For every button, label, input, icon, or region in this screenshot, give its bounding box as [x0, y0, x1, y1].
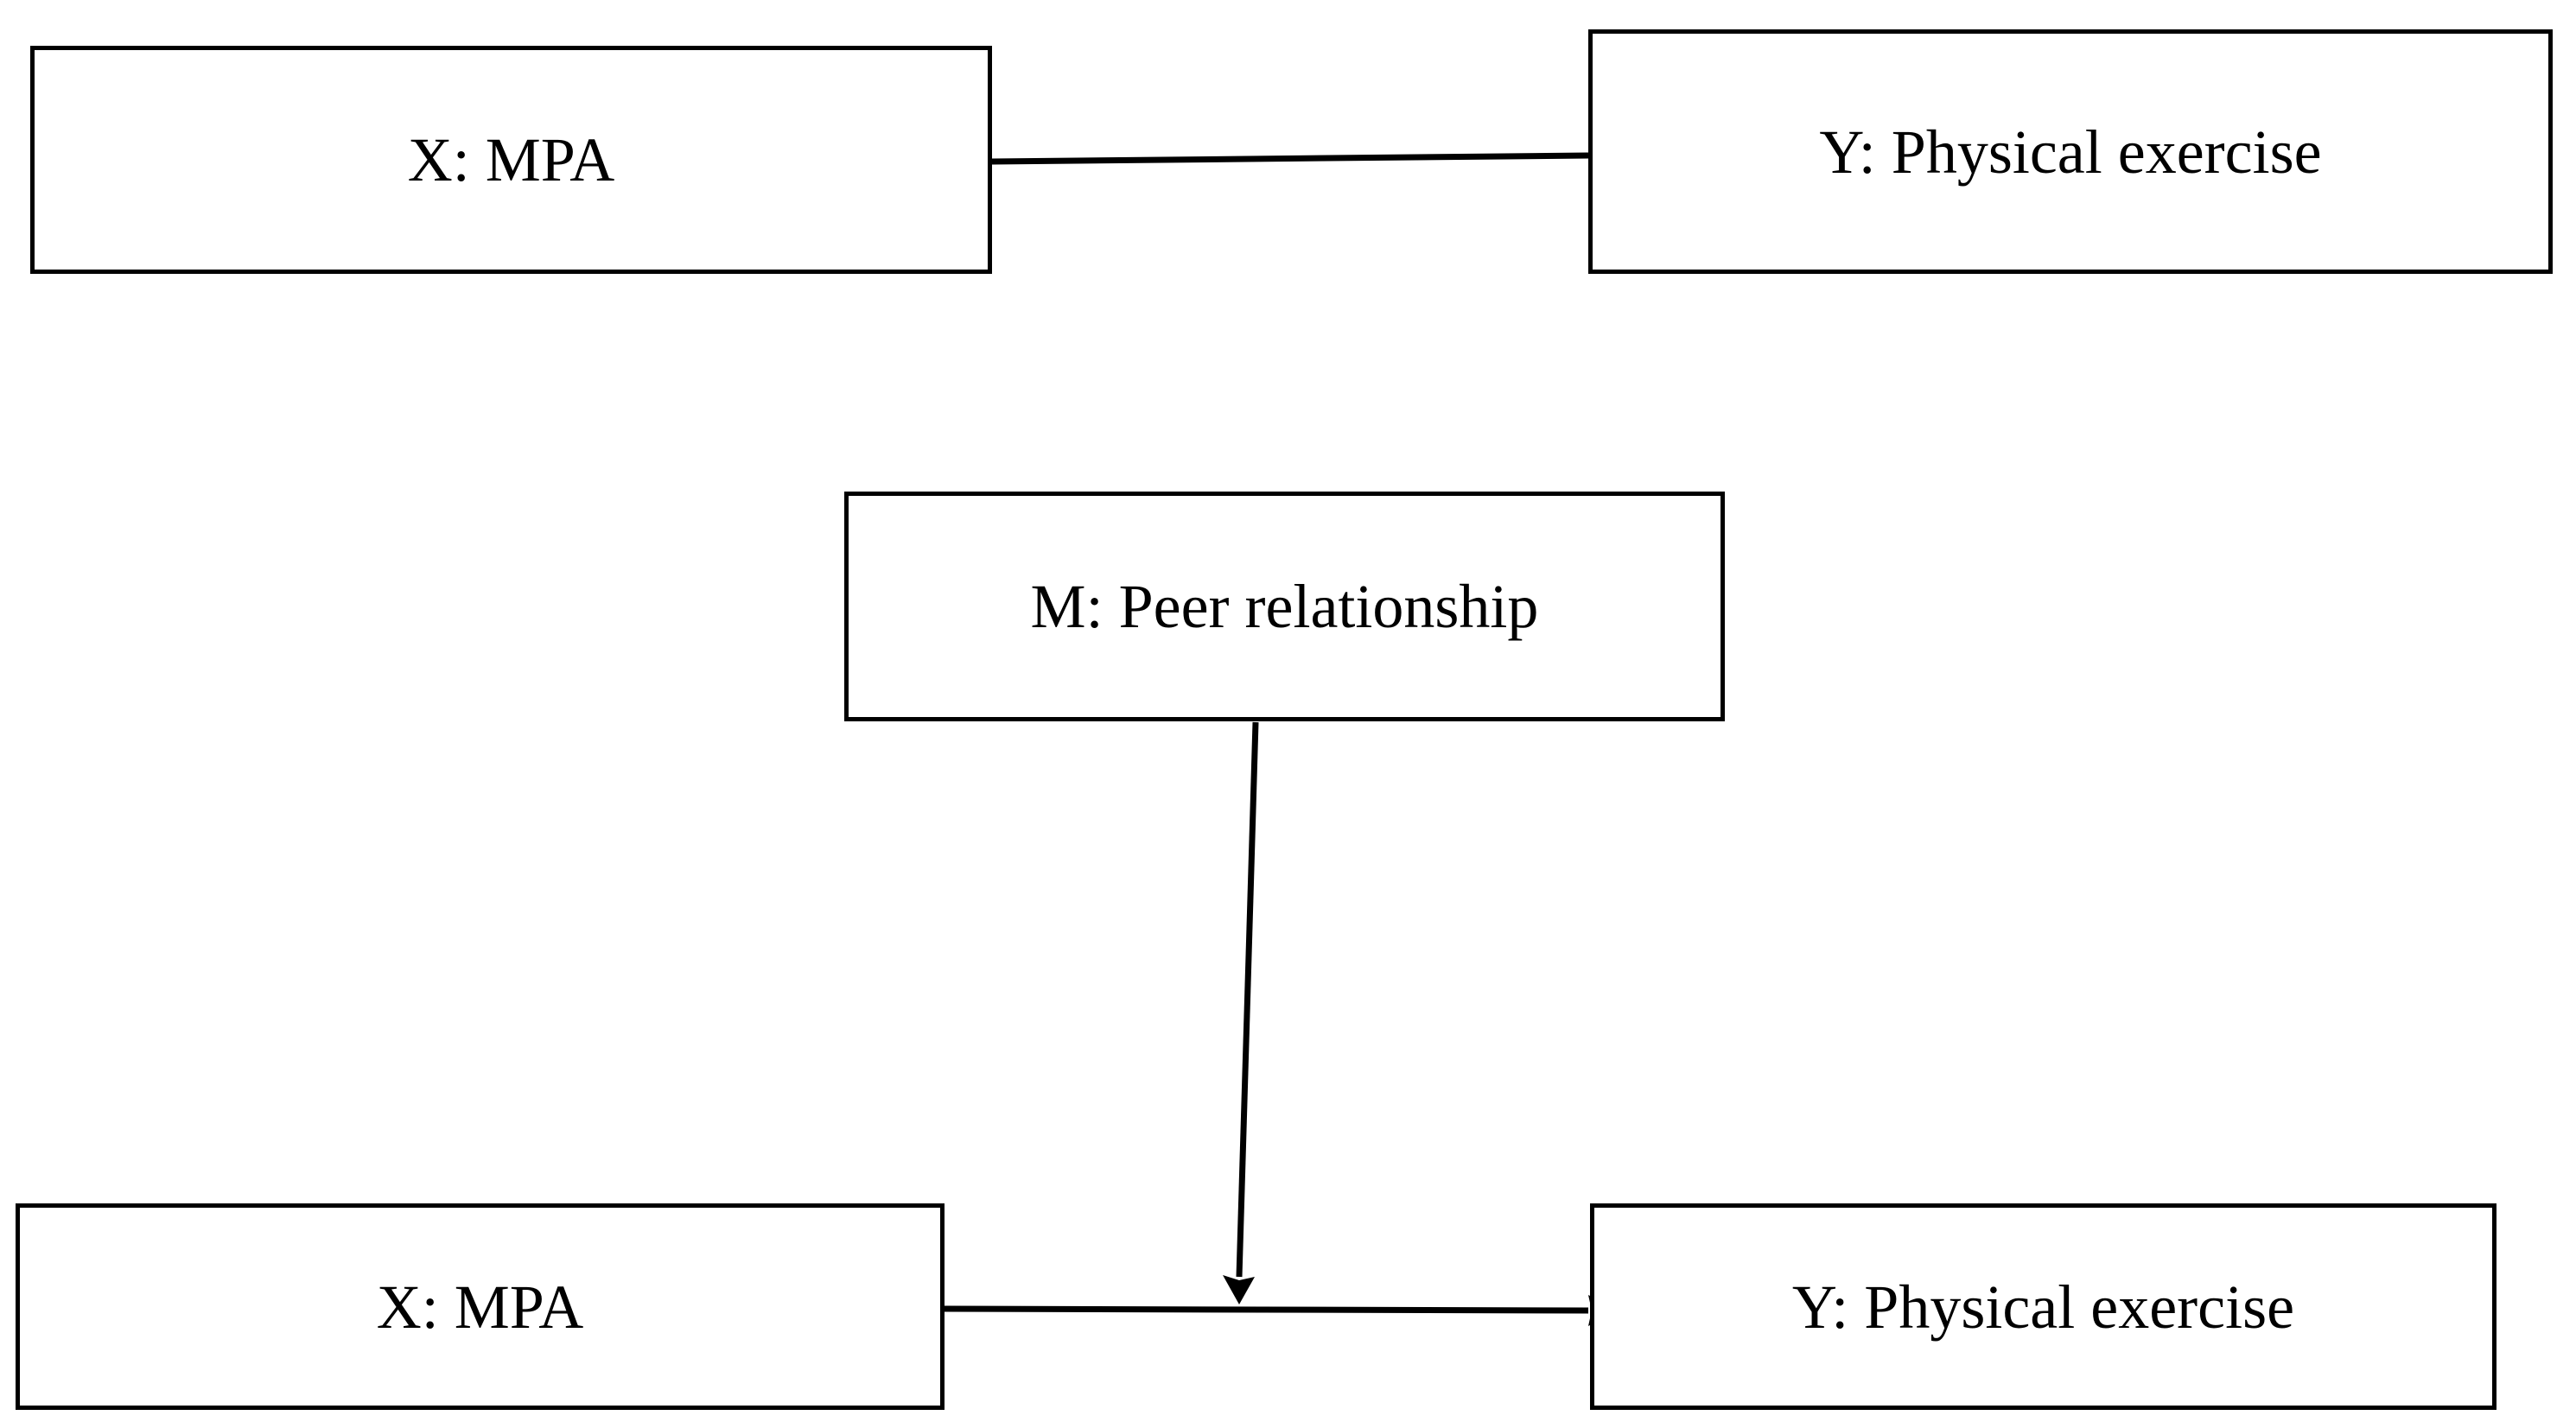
top-x-label: X: MPA	[407, 125, 615, 194]
moderator-arrowhead	[1223, 1275, 1255, 1304]
bottom-x-label: X: MPA	[376, 1272, 584, 1342]
moderator-box: M: Peer relationship	[844, 492, 1725, 721]
moderator-arrow	[1236, 721, 1259, 1278]
bottom-x-to-y-arrow	[944, 1305, 1589, 1314]
moderator-label: M: Peer relationship	[1030, 572, 1539, 641]
top-x-to-y-arrow	[991, 152, 1589, 165]
top-y-label: Y: Physical exercise	[1819, 117, 2322, 187]
bottom-y-box: Y: Physical exercise	[1590, 1203, 2496, 1410]
bottom-x-box: X: MPA	[16, 1203, 945, 1410]
top-y-box: Y: Physical exercise	[1588, 29, 2553, 274]
bottom-y-label: Y: Physical exercise	[1791, 1272, 2295, 1342]
top-x-box: X: MPA	[30, 46, 992, 274]
